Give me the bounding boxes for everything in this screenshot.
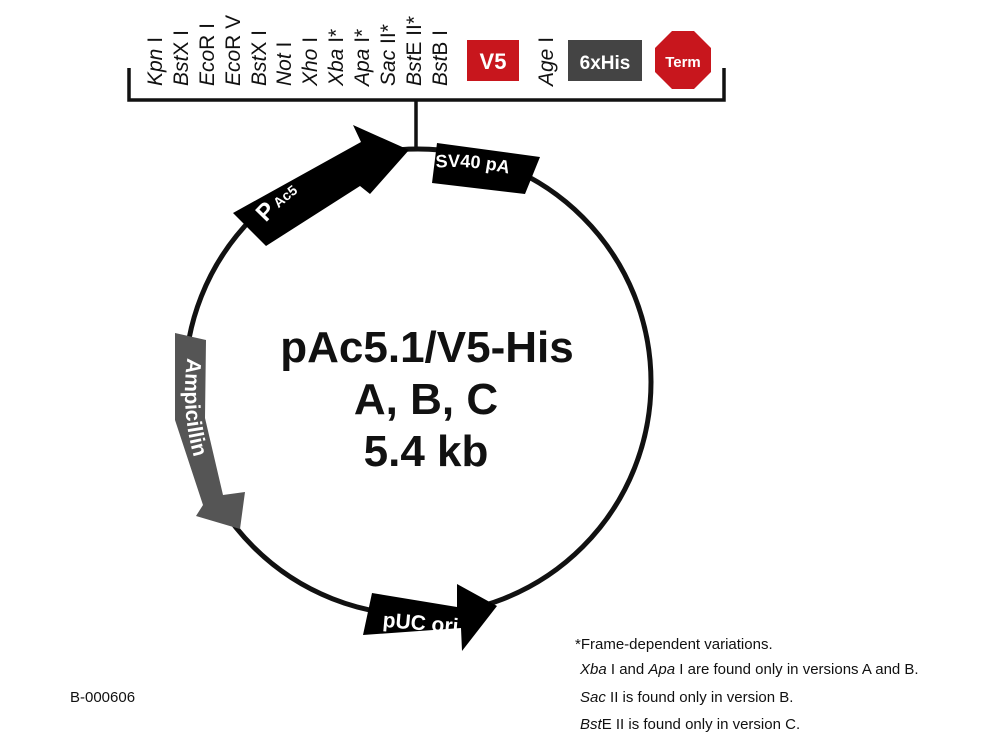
- pac5-promoter-arrow: [233, 125, 409, 246]
- mcs-site-label: Kpn I: [144, 37, 167, 86]
- mcs-site-label: EcoR V: [222, 15, 245, 86]
- mcs-site-label: Xho I: [299, 37, 322, 87]
- mcs-site-label: BstX I: [248, 30, 271, 86]
- note-xba-apa: Xba I and Apa I are found only in versio…: [580, 661, 919, 678]
- note-frame-dependent: *Frame-dependent variations.: [575, 636, 773, 653]
- his-tag-label: 6xHis: [580, 53, 631, 74]
- v5-tag-label: V5: [480, 49, 507, 74]
- sv40-pa-block: [432, 143, 540, 194]
- mcs-site-label: Not I: [273, 42, 296, 86]
- plasmid-name: pAc5.1/V5-His: [280, 323, 573, 372]
- mcs-site-label: Apa I*: [351, 29, 374, 88]
- note-bst: BstE II is found only in version C.: [580, 716, 801, 733]
- mcs-site-label: BstB I: [429, 30, 452, 86]
- plasmid-size: 5.4 kb: [364, 427, 489, 476]
- term-label: Term: [665, 54, 701, 71]
- term-stop-icon: [655, 31, 711, 89]
- puc-ori-arrow: [363, 584, 497, 651]
- ampicillin-resistance-arrow: [175, 333, 245, 529]
- mcs-site-label: BstX I: [170, 30, 193, 86]
- age-site-label: Age I: [535, 37, 558, 88]
- his-tag-box: [568, 40, 642, 81]
- mcs-site-label: BstE II*: [403, 16, 426, 86]
- v5-tag-box: [467, 40, 519, 81]
- mcs-site-label: Sac II*: [377, 24, 400, 86]
- plasmid-versions: A, B, C: [354, 375, 498, 424]
- mcs-site-label: Xba I*: [325, 29, 348, 87]
- mcs-bracket: [127, 68, 726, 102]
- mcs-site-label: EcoR I: [196, 23, 219, 86]
- figure-code: B-000606: [70, 689, 136, 706]
- note-sac: Sac II is found only in version B.: [580, 689, 794, 706]
